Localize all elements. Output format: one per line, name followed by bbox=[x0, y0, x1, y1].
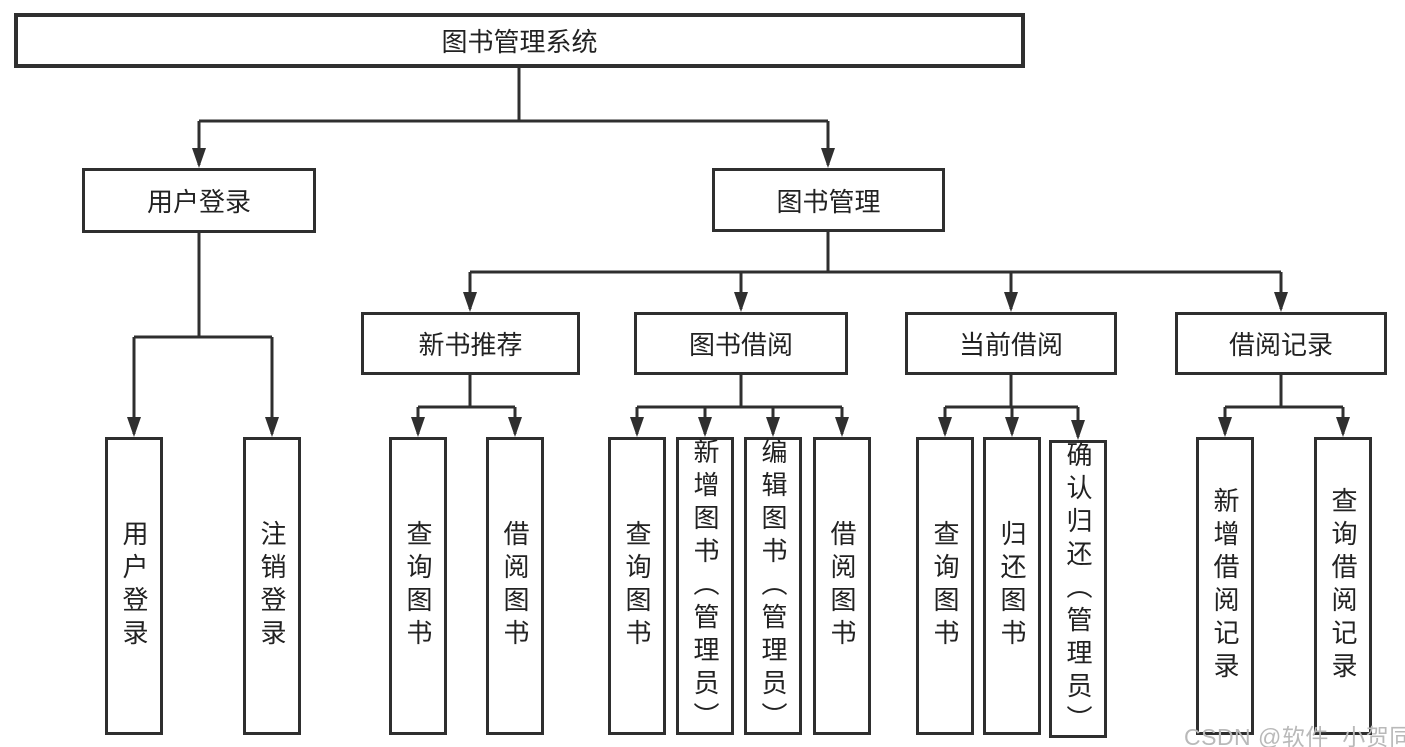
leaf-recommend-borrow-books: 借阅图书 bbox=[486, 437, 544, 735]
node-root-system: 图书管理系统 bbox=[14, 13, 1025, 68]
node-user-login: 用户登录 bbox=[82, 168, 316, 233]
leaf-user-login: 用户登录 bbox=[105, 437, 163, 735]
node-book-borrow: 图书借阅 bbox=[634, 312, 848, 375]
node-borrow-records: 借阅记录 bbox=[1175, 312, 1387, 375]
leaf-current-query-books: 查询图书 bbox=[916, 437, 974, 735]
leaf-confirm-return-admin: 确认归还（管理员） bbox=[1049, 440, 1107, 738]
leaf-add-book-admin: 新增图书（管理员） bbox=[676, 437, 734, 735]
leaf-edit-book-admin: 编辑图书（管理员） bbox=[744, 437, 802, 735]
leaf-add-borrow-record: 新增借阅记录 bbox=[1196, 437, 1254, 735]
leaf-recommend-query-books: 查询图书 bbox=[389, 437, 447, 735]
leaf-borrow-query-books: 查询图书 bbox=[608, 437, 666, 735]
leaf-logout: 注销登录 bbox=[243, 437, 301, 735]
node-current-borrow: 当前借阅 bbox=[905, 312, 1117, 375]
leaf-borrow-borrow-books: 借阅图书 bbox=[813, 437, 871, 735]
leaf-return-book: 归还图书 bbox=[983, 437, 1041, 735]
node-book-management: 图书管理 bbox=[712, 168, 945, 232]
csdn-watermark: CSDN @软件_小贺同学 bbox=[1184, 724, 1405, 747]
leaf-query-borrow-record: 查询借阅记录 bbox=[1314, 437, 1372, 735]
node-new-book-recommend: 新书推荐 bbox=[361, 312, 580, 375]
